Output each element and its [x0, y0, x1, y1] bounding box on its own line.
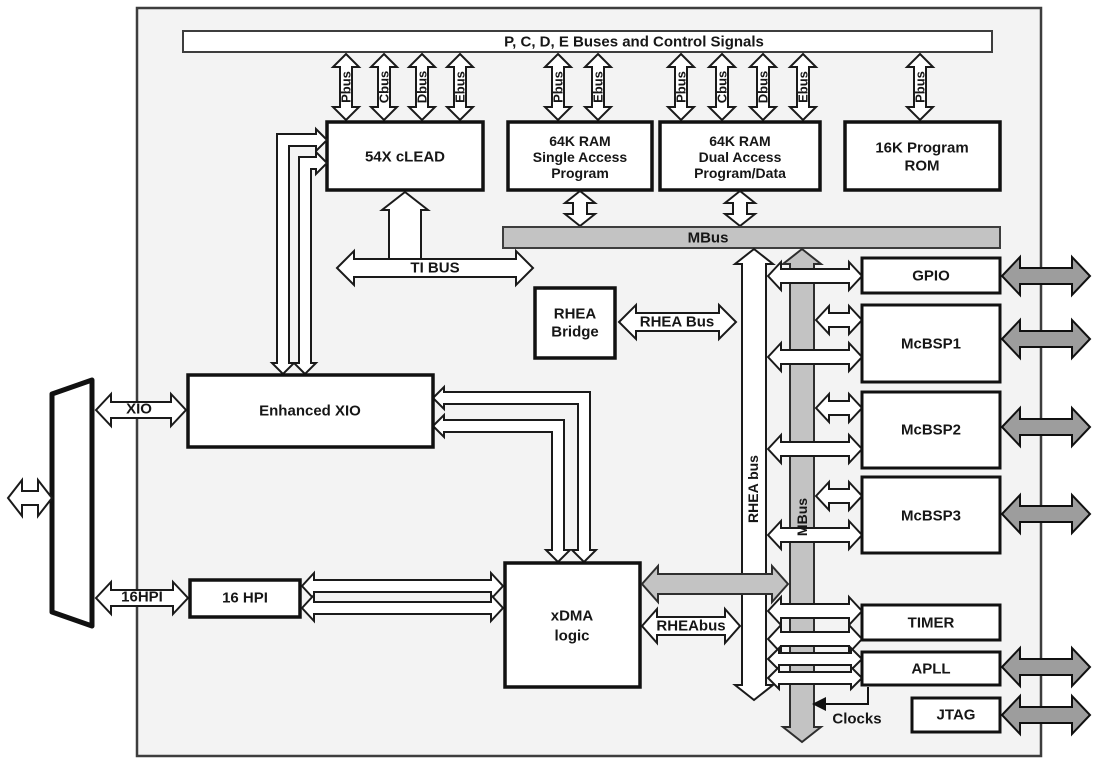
bus-tap-label: Dbus [756, 71, 771, 104]
mcbsp3-external-arrow [1001, 494, 1091, 534]
jtag-block [910, 696, 1002, 734]
xdma-label: logic [554, 628, 589, 645]
clocks-arrowhead-icon [812, 697, 826, 711]
ram-dual-label: 64K RAM [709, 133, 770, 149]
bus-tap-label: Pbus [913, 71, 928, 103]
ram-single-label: Single Access [533, 149, 628, 165]
mcbsp1-external-arrow [1001, 319, 1091, 359]
mcbsp1-block [860, 303, 1002, 384]
jtag-external-arrow [1001, 695, 1091, 735]
ram-dual-block [658, 120, 822, 192]
ram-dual-label: Program/Data [694, 165, 786, 181]
ram-single-label: 64K RAM [549, 133, 610, 149]
apll-external-arrow [1001, 647, 1091, 687]
mcbsp3-block [860, 475, 1002, 555]
gpio-external-arrow [1001, 256, 1091, 296]
ram-dual-label: Dual Access [699, 149, 782, 165]
rhea-bridge-label: Bridge [551, 324, 599, 341]
hpi-block-label: 16 HPI [222, 590, 268, 607]
clead-label: 54X cLEAD [365, 149, 445, 166]
top-bus-bar-label: P, C, D, E Buses and Control Signals [504, 34, 764, 51]
xdma-label: xDMA [551, 608, 594, 625]
xio-label: XIO [126, 401, 152, 418]
jtag-label: JTAG [937, 707, 976, 724]
bus-tap-label: Pbus [339, 71, 354, 103]
bus-tap-label: Ebus [796, 71, 811, 103]
timer-label: TIMER [908, 615, 955, 632]
bus-tap-label: Cbus [377, 71, 392, 104]
bus-tap-label: Cbus [715, 71, 730, 104]
xdma-mbus-gray-arrow [640, 563, 790, 605]
bus-tap-label: Pbus [551, 71, 566, 103]
bus-tap-label: Ebus [453, 71, 468, 103]
gpio-block [860, 256, 1002, 295]
mcbsp2-block [860, 390, 1002, 470]
mcbsp2-label: McBSP2 [901, 422, 961, 439]
mcbsp2-external-arrow [1001, 407, 1091, 447]
rom-block [843, 120, 1002, 192]
mbus-vertical-label: MBus [794, 498, 810, 536]
ti-bus-arrow [335, 248, 535, 288]
mcbsp1-label: McBSP1 [901, 336, 961, 353]
rom-label: 16K Program [875, 140, 968, 157]
hpi-bus-label: 16HPI [121, 589, 163, 606]
external-left-arrow [6, 477, 54, 519]
mbus-bar-label: MBus [688, 230, 729, 247]
ram-single-label: Program [551, 165, 609, 181]
xdma-rheabus-arrow [640, 606, 742, 646]
rheabus-xdma-label: RHEAbus [656, 618, 725, 635]
timer-block [860, 603, 1002, 642]
mcbsp3-label: McBSP3 [901, 508, 961, 525]
bus-tap-label: Dbus [415, 71, 430, 104]
clocks-label: Clocks [832, 711, 881, 728]
rhea-bus-vertical-label: RHEA bus [745, 455, 761, 523]
rhea-bridge-label: RHEA [554, 306, 597, 323]
rom-label: ROM [905, 158, 940, 175]
clocks-wire [826, 687, 869, 705]
apll-label: APLL [911, 661, 950, 678]
enhanced-xio-block [186, 373, 435, 449]
rhea-bridge-block [533, 286, 617, 360]
clead-block [325, 120, 485, 192]
bus-tap-label: Ebus [591, 71, 606, 103]
gpio-label: GPIO [912, 268, 950, 285]
enhanced-xio-label: Enhanced XIO [259, 403, 361, 420]
xio-arrow [94, 391, 188, 429]
top-bus-bar [182, 30, 993, 53]
mbus-bar [502, 226, 1001, 249]
hpi-arrow [94, 579, 190, 617]
mux-trapezoid [49, 377, 95, 629]
ram-single-block [506, 120, 654, 192]
ti-bus-label: TI BUS [410, 260, 459, 277]
bus-tap-arrows: Pbus Cbus Dbus Ebus Pbus Ebus Pbus Cbus … [332, 53, 934, 121]
rhea-bus-horizontal-label: RHEA Bus [640, 314, 714, 331]
rhea-bus-horizontal-arrow [617, 302, 738, 342]
hpi-block [188, 578, 302, 619]
xdma-block [503, 561, 642, 689]
apll-block [860, 650, 1002, 687]
bus-tap-label: Pbus [674, 71, 689, 103]
